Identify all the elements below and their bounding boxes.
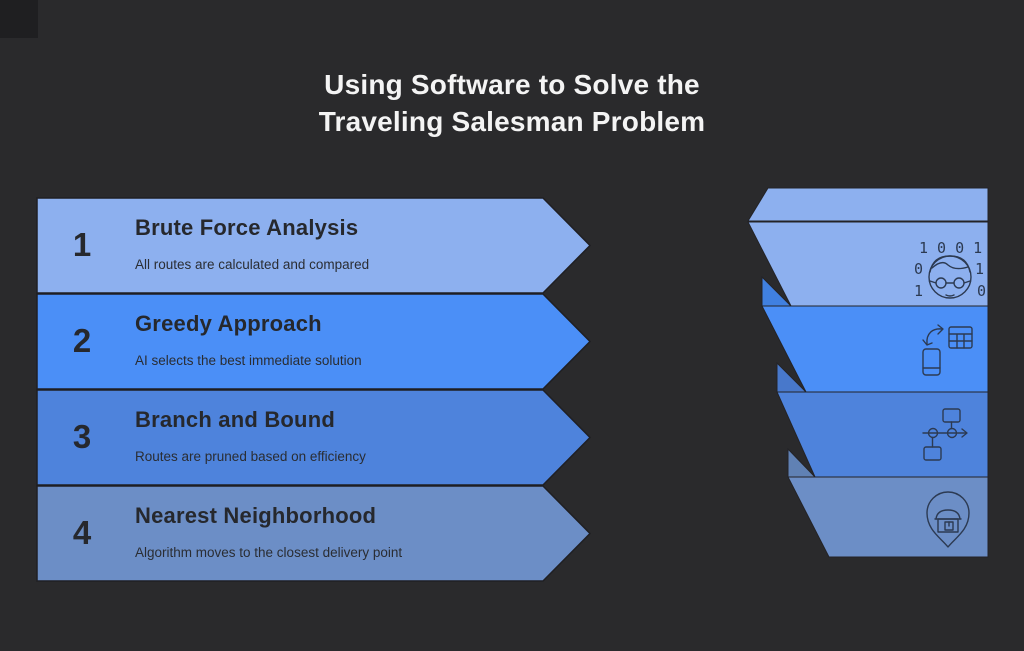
title-line-2: Traveling Salesman Problem xyxy=(318,106,706,137)
step3-arrow-shape xyxy=(36,389,592,486)
step-row-3: 3 Branch and Bound Routes are pruned bas… xyxy=(37,390,557,485)
step-4-description: Algorithm moves to the closest delivery … xyxy=(135,545,403,560)
corner-mark xyxy=(0,0,38,38)
step-1-title: Brute Force Analysis xyxy=(135,215,359,240)
binary-row3-left: 1 xyxy=(914,282,923,300)
ribbon-band-4 xyxy=(787,476,989,558)
step-4-title: Nearest Neighborhood xyxy=(135,503,377,528)
binary-digits: 1 0 0 1 0 1 1 0 xyxy=(914,239,986,300)
location-pin-warehouse-icon xyxy=(926,491,970,548)
step-2-number: 2 xyxy=(72,322,92,359)
step-2-title: Greedy Approach xyxy=(135,311,322,336)
binary-row-1: 1 0 0 1 xyxy=(919,239,982,257)
device-sync-table-icon xyxy=(922,324,973,376)
binary-row2-right: 1 xyxy=(975,260,984,278)
step-row-2: 2 Greedy Approach AI selects the best im… xyxy=(37,294,557,389)
step1-arrow-shape xyxy=(36,197,592,294)
flowchart-icon xyxy=(922,408,968,461)
ribbon-band-2 xyxy=(761,305,989,393)
step-row-1: 1 Brute Force Analysis All routes are ca… xyxy=(37,198,557,293)
page-title: Using Software to Solve the Traveling Sa… xyxy=(0,66,1024,140)
title-line-1: Using Software to Solve the xyxy=(324,69,700,100)
step-1-description: All routes are calculated and compared xyxy=(135,257,370,272)
step-1-number: 1 xyxy=(72,226,92,263)
step-2-description: AI selects the best immediate solution xyxy=(135,353,362,368)
step-3-description: Routes are pruned based on efficiency xyxy=(135,449,366,464)
ribbon-band-1 xyxy=(747,221,989,307)
binary-row3-right: 0 xyxy=(977,282,986,300)
step-3-number: 3 xyxy=(72,418,92,455)
step2-arrow-shape xyxy=(36,293,592,390)
step-row-4: 4 Nearest Neighborhood Algorithm moves t… xyxy=(37,486,557,581)
step4-arrow-shape xyxy=(36,485,592,582)
binary-person-icon xyxy=(928,255,972,299)
ribbon-top-flap xyxy=(747,187,989,222)
binary-row2-left: 0 xyxy=(914,260,923,278)
step-4-number: 4 xyxy=(72,514,92,551)
step-3-title: Branch and Bound xyxy=(135,407,335,432)
